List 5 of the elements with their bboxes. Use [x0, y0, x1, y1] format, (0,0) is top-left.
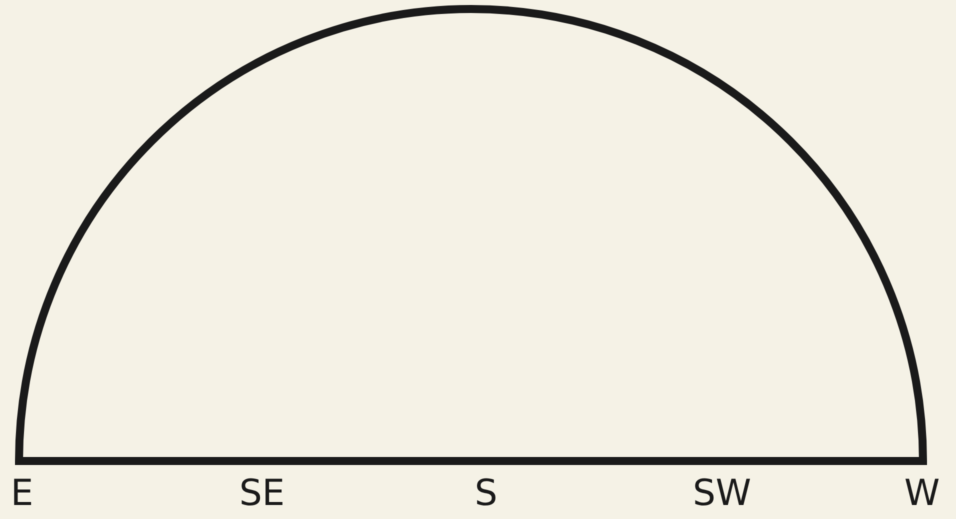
direction-label: W [904, 474, 940, 514]
direction-label: E [10, 474, 34, 514]
direction-label: S [474, 474, 498, 514]
direction-label: SW [692, 474, 752, 514]
direction-label: SE [239, 474, 285, 514]
